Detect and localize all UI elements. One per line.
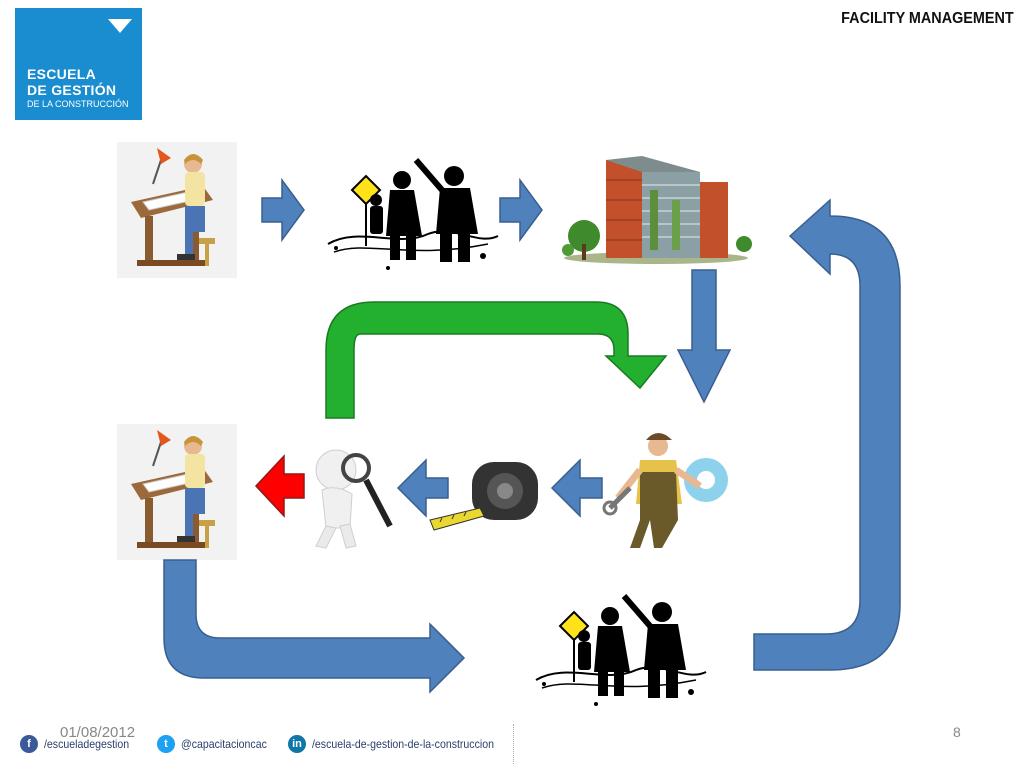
facebook-handle: /escueladegestion: [44, 737, 130, 751]
arrow-left-2: [396, 458, 449, 518]
arrow-left-red: [254, 454, 305, 518]
school-logo: ESCUELA DE GESTIÓN DE LA CONSTRUCCIÓN: [15, 8, 142, 120]
arrow-bottom-curved: [163, 559, 466, 694]
building-icon: [562, 156, 752, 264]
linkedin-link[interactable]: in /escuela-de-gestion-de-la-construccio…: [288, 734, 519, 754]
arrow-right-1: [261, 177, 305, 243]
maintenance-worker-icon: [602, 433, 728, 548]
twitter-icon: t: [157, 735, 175, 753]
tape-measure-icon: [429, 462, 538, 531]
twitter-handle: @capacitacioncac: [181, 737, 267, 751]
twitter-link[interactable]: t @capacitacioncac: [157, 734, 279, 754]
slide-date: 01/08/2012: [60, 724, 136, 741]
facebook-icon: f: [20, 735, 38, 753]
slide-title: FACILITY MANAGEMENT: [841, 10, 1014, 27]
architect-drafting-icon-2: [116, 423, 238, 561]
arrow-feedback-green: [325, 301, 668, 419]
architect-drafting-icon: [116, 141, 238, 279]
page-number: 8: [953, 724, 961, 740]
linkedin-handle: /escuela-de-gestion-de-la-construccion: [312, 737, 494, 751]
construction-workers-icon: [328, 160, 498, 270]
arrow-left-1: [550, 458, 603, 518]
construction-workers-icon-2: [536, 596, 706, 706]
arrow-down: [676, 269, 732, 404]
linkedin-icon: in: [288, 735, 306, 753]
logo-triangle-icon: [108, 19, 132, 33]
facebook-link[interactable]: f /escueladegestion: [20, 734, 141, 754]
arrow-right-2: [499, 177, 543, 243]
logo-line-3: DE LA CONSTRUCCIÓN: [27, 99, 129, 109]
footer-divider: [513, 724, 514, 764]
magnifier-figure-icon: [315, 449, 393, 549]
logo-line-1: ESCUELA: [27, 66, 96, 82]
arrow-up-return: [753, 198, 901, 671]
logo-line-2: DE GESTIÓN: [27, 82, 117, 98]
